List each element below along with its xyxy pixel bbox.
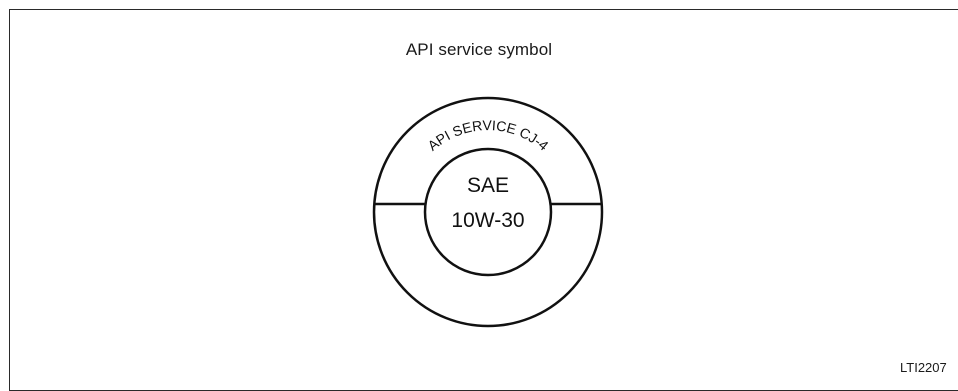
outer-ring: [372, 96, 604, 328]
center-label-sae: SAE: [467, 174, 509, 197]
api-service-symbol: API SERVICE CJ-4 SAE 10W-30: [372, 96, 604, 328]
inner-circle: [423, 147, 553, 277]
center-label-viscosity: 10W-30: [451, 209, 524, 232]
reference-code: LTI2207: [900, 360, 947, 375]
figure-title: API service symbol: [405, 40, 553, 59]
